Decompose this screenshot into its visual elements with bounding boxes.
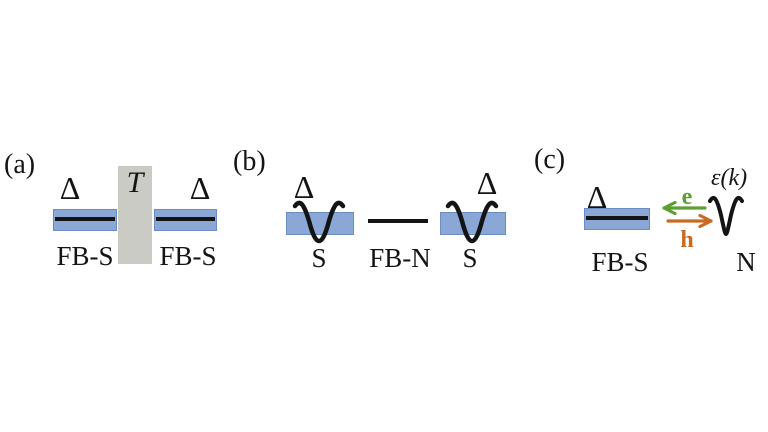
panel-c-label: (c) (534, 144, 566, 175)
panel-b-label: (b) (233, 146, 266, 177)
panel-c-hole-label: h (680, 227, 694, 253)
panel-a-left-gap-delta: Δ (59, 170, 81, 206)
panel-a-right-gap-delta: Δ (189, 170, 211, 206)
panel-c-flat-band-bar (584, 208, 650, 230)
panel-a-tunnel-barrier: T (118, 166, 152, 264)
hole-right-arrow-icon (666, 213, 713, 229)
panel-b-left-gap-delta: Δ (293, 169, 315, 205)
panel-c-dispersion-label: ε(k) (711, 165, 748, 191)
panel-c-electron-hole-arrows (662, 200, 713, 229)
panel-b-left-superconductor-bar (286, 212, 354, 235)
panel-b-right-superconductor-bar (440, 212, 506, 235)
panel-b-right-dispersion-curve (445, 200, 499, 244)
panel-c-normal-dispersion-curve (708, 195, 744, 237)
panel-c-electrode-label: FB-S (591, 247, 649, 277)
panel-b-left-dispersion-curve (292, 200, 346, 244)
panel-a-right-flat-band-bar (154, 209, 217, 231)
transfer-matrix-symbol: T (126, 166, 144, 199)
electron-left-arrow-icon (662, 200, 707, 216)
panel-c-electron-label: e (681, 184, 693, 210)
panel-c-gap-delta: Δ (586, 179, 608, 215)
panel-c-flat-band-line (586, 216, 648, 220)
panel-b-left-electrode-label: S (311, 243, 327, 273)
panel-a-left-flat-band-bar (53, 209, 117, 231)
panel-b-right-electrode-label: S (462, 243, 478, 273)
panel-b-flat-band-normal-line (368, 219, 428, 223)
panel-a-right-flat-band-line (156, 217, 215, 221)
panel-a-right-electrode-label: FB-S (159, 241, 217, 271)
panel-b-middle-label: FB-N (369, 243, 431, 273)
panel-a-label: (a) (4, 149, 36, 180)
panel-b-right-gap-delta: Δ (476, 165, 498, 201)
panel-a-left-flat-band-line (55, 217, 115, 221)
panel-a-left-electrode-label: FB-S (56, 241, 114, 271)
panel-c-normal-label: N (736, 247, 756, 277)
